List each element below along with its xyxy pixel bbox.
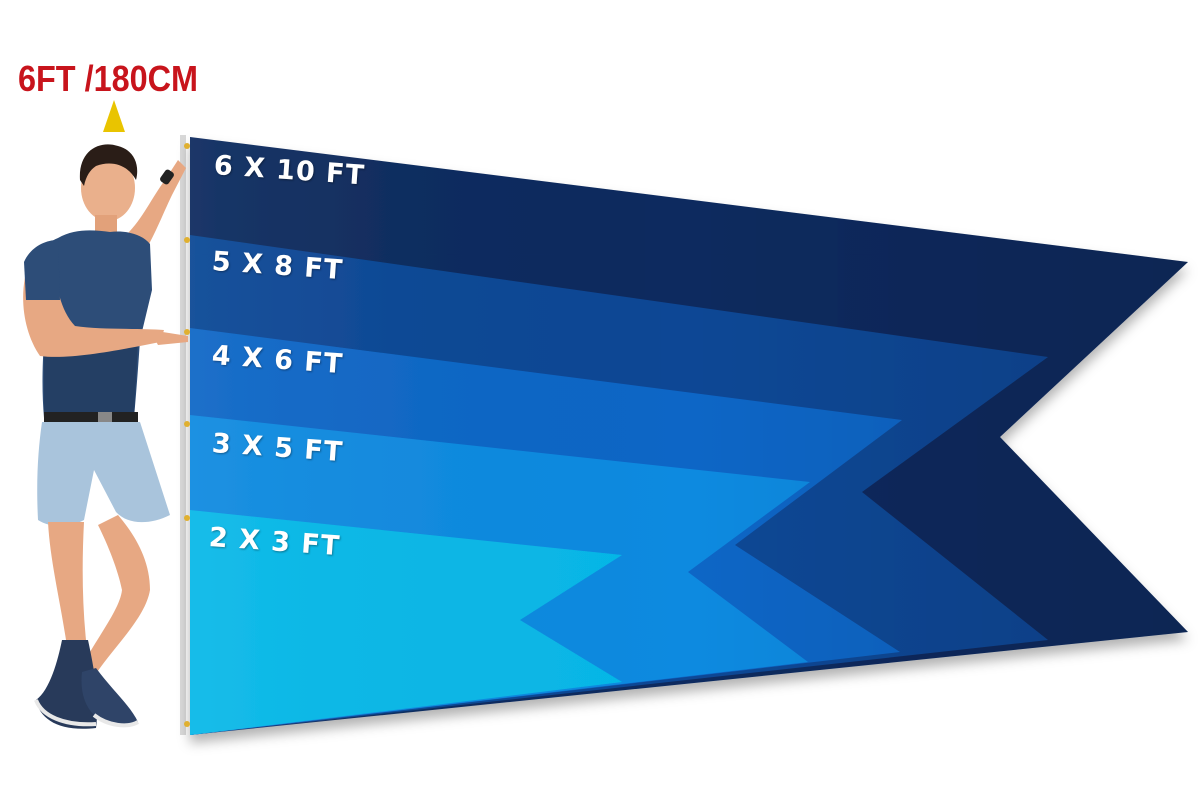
flag-pole	[180, 135, 186, 735]
grommets	[184, 143, 190, 727]
height-label: 6FT /180CM	[18, 58, 199, 99]
height-arrow-icon	[103, 100, 125, 132]
person-figure	[23, 144, 188, 729]
